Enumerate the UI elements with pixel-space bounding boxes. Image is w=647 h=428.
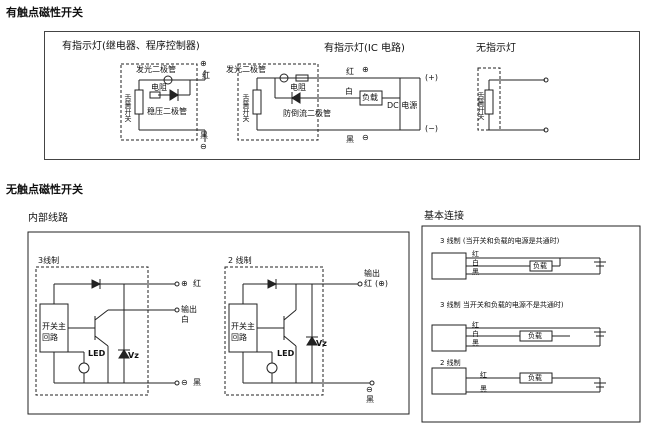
two-wire-black: 黑 <box>366 395 374 404</box>
contact-switch-panel <box>44 31 640 160</box>
p1-switch-label: 舌簧开关 <box>124 94 132 122</box>
two-wire-led-label: LED <box>277 349 295 358</box>
p2-minus: ⊖ <box>362 133 369 142</box>
three-wire-black: 黑 <box>193 378 201 387</box>
c2-sensor <box>431 324 467 352</box>
c1-label: 3 线制 (当开关和负载的电源是共通时) <box>440 237 560 245</box>
c3-red: 红 <box>480 371 487 379</box>
three-wire-label: 3线制 <box>38 256 60 265</box>
p2-red: 红 <box>346 67 354 76</box>
p2-minus-paren: (−) <box>425 124 438 133</box>
p1-resistor-label: 电阻 <box>151 83 167 92</box>
p1-plus: ⊕ <box>200 59 207 68</box>
p2-protect-diode <box>291 92 301 104</box>
p2-black: 黑 <box>346 135 354 144</box>
c1-red: 红 <box>472 250 479 258</box>
p2-title: 有指示灯(IC 电路) <box>324 43 405 54</box>
two-wire-minus: ⊖ <box>366 385 373 394</box>
p3-reed-switch <box>484 89 494 115</box>
p2-reed-switch <box>252 89 262 115</box>
c2-load-label: 负载 <box>528 332 542 340</box>
three-wire-red: 红 <box>193 279 201 288</box>
c1-black: 黑 <box>472 268 479 276</box>
p1-title: 有指示灯(继电器、程序控制器) <box>62 41 200 52</box>
basic-title: 基本连接 <box>424 211 464 222</box>
c3-sensor <box>431 367 467 395</box>
three-wire-vz-label: Vz <box>128 351 139 360</box>
p1-reed-switch <box>134 89 144 115</box>
basic-connection-box <box>421 225 641 423</box>
three-wire-led <box>78 362 90 374</box>
p2-white: 白 <box>345 87 353 96</box>
c2-label: 3 线制 当开关和负载的电源不是共通时) <box>440 301 564 309</box>
p3-terminal-bottom <box>543 127 549 133</box>
three-wire-output: 输出 <box>181 305 197 314</box>
p2-led-label: 发光二极管 <box>226 65 266 74</box>
p3-switch-label: 舌簧开关 <box>477 92 485 120</box>
c2-black: 黑 <box>472 339 479 347</box>
p1-zener <box>169 89 179 101</box>
three-wire-plus: ⊕ <box>181 279 188 288</box>
section-title-contact: 有触点磁性开关 <box>6 6 83 19</box>
c3-black: 黑 <box>480 385 487 393</box>
p1-minus: ⊖ <box>200 142 207 151</box>
two-wire-vz-label: Vz <box>316 339 327 348</box>
p2-led <box>279 73 289 83</box>
two-wire-output: 输出 <box>364 269 380 278</box>
two-wire-led <box>266 362 278 374</box>
c1-white: 白 <box>472 259 479 267</box>
p2-dashed-housing <box>237 63 319 141</box>
p1-red: 红 <box>202 71 210 80</box>
c2-white: 白 <box>472 330 479 338</box>
two-wire-label: 2 线制 <box>228 256 252 265</box>
p3-title: 无指示灯 <box>476 43 516 54</box>
p2-dc-label: DC 电源 <box>387 101 418 110</box>
internal-circuit-box <box>27 231 410 415</box>
c3-label: 2 线制 <box>440 359 461 367</box>
internal-title: 内部线路 <box>28 213 68 224</box>
p2-plus-paren: (+) <box>425 73 438 82</box>
two-wire-main-circuit-label: 开关主回路 <box>231 322 255 342</box>
three-wire-minus: ⊖ <box>181 378 188 387</box>
two-wire-housing <box>224 266 324 396</box>
two-wire-red: 红 <box>364 279 372 288</box>
p1-black: 黑 <box>200 131 208 140</box>
p1-led-label: 发光二极管 <box>136 65 176 74</box>
p3-terminal-top <box>543 77 549 83</box>
p2-load: 负载 <box>362 93 378 102</box>
three-wire-main-circuit-label: 开关主回路 <box>42 322 66 342</box>
three-wire-white: 白 <box>181 315 189 324</box>
p1-resistor <box>149 91 161 99</box>
p1-led <box>163 75 173 85</box>
p2-resistor-label: 电阻 <box>290 83 306 92</box>
three-wire-led-label: LED <box>88 349 106 358</box>
p2-protect-label: 防倒流二极管 <box>283 109 331 118</box>
c3-load-label: 负载 <box>528 374 542 382</box>
p2-switch-label: 舌簧开关 <box>242 94 250 122</box>
p1-dashed-housing <box>120 63 198 141</box>
c1-sensor <box>431 252 467 280</box>
section-title-contactless: 无触点磁性开关 <box>6 183 83 196</box>
p2-plus: ⊕ <box>362 65 369 74</box>
p2-resistor <box>295 74 309 82</box>
c1-load-label: 负载 <box>533 262 547 270</box>
c2-red: 红 <box>472 321 479 329</box>
three-wire-housing <box>35 266 149 396</box>
two-wire-plus-circle: (⊕) <box>375 279 388 288</box>
p1-zener-label: 稳压二极管 <box>147 107 187 116</box>
